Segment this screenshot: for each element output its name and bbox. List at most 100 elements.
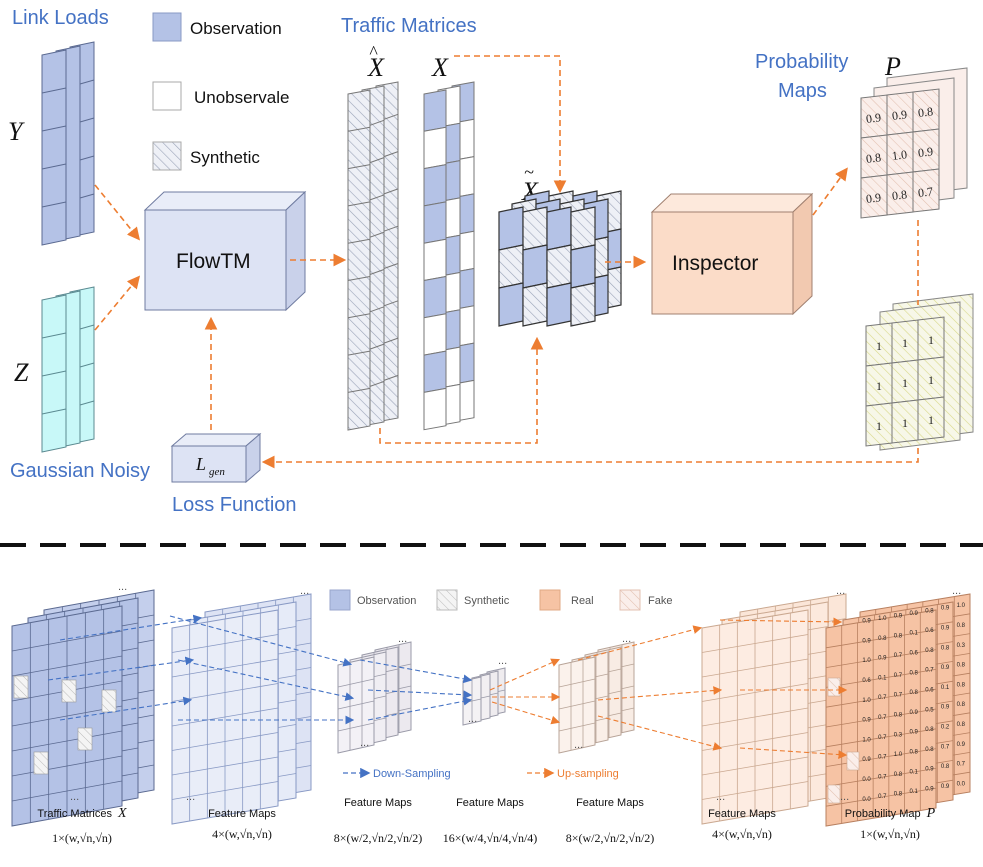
arrow-y-to-flowtm	[94, 184, 141, 241]
pm-cell-value: 0.7	[925, 668, 934, 674]
pm-cell-value: 0.8	[910, 749, 919, 755]
down-sampling-arrow	[367, 689, 473, 700]
caption-title: Feature Maps	[576, 797, 644, 809]
traffic-matrices-title: Traffic Matrices	[341, 15, 477, 37]
ellipsis-dots: ...	[300, 585, 309, 597]
pm-cell-value: 1.0	[894, 752, 903, 758]
symbol-x: X	[431, 53, 449, 82]
up-sampling-arrow	[489, 658, 561, 691]
fm8b-slab-0	[558, 656, 596, 754]
flowtm-module	[143, 190, 307, 312]
pm-cell-value: 0.7	[894, 693, 903, 699]
pm-cell-value: 0.8	[957, 722, 966, 728]
x-cell	[423, 313, 447, 356]
pm-cell-value: 0.8	[957, 623, 966, 629]
pm-fake-cell	[827, 677, 841, 697]
down-sampling-arrow	[47, 656, 195, 681]
up-sampling-arrow	[577, 625, 703, 661]
pm-cell-value: 0.9	[925, 787, 934, 793]
legend-synthetic-swatch	[152, 141, 182, 171]
caption-dims: 1×(w,√n,√n)	[52, 831, 112, 845]
pm-cell-value: 0.7	[957, 762, 966, 768]
bottom-legend-fake-label: Fake	[648, 595, 672, 607]
pm-cell-value: 0.1	[910, 631, 919, 637]
bottom-legend-synthetic-swatch	[436, 589, 458, 611]
x-tilde-cell	[522, 206, 548, 251]
p-cell-value: 0.7	[917, 184, 934, 200]
pm-cell-value: 0.8	[894, 792, 903, 798]
x-tilde-cell	[546, 244, 572, 289]
symbol-x-hat-caret: ^	[369, 42, 378, 62]
symbol-x-hat: X	[367, 53, 385, 82]
pm-cell-value: 0.6	[925, 688, 934, 694]
x-hat-stack	[347, 81, 399, 431]
caption-title: Feature Maps	[456, 797, 524, 809]
pm-cell-value: 0.8	[894, 633, 903, 639]
pm-cell-value: 0.5	[925, 707, 934, 713]
x-cell	[423, 387, 447, 431]
pm-cell-value: 0.7	[878, 715, 887, 721]
p-cell-value: 0.8	[891, 187, 908, 203]
pm-cell-value: 1.0	[862, 658, 871, 664]
symbol-z: Z	[14, 358, 29, 387]
ellipsis-dots: ...	[716, 791, 725, 803]
bottom-legend-fake-swatch	[619, 589, 641, 611]
bottom-legend-synthetic-label: Synthetic	[464, 595, 510, 607]
x-tilde-cell	[498, 244, 524, 289]
ellipsis-dots: ...	[186, 791, 195, 803]
down-sampling-arrow	[169, 615, 353, 667]
ellipsis-dots: ...	[468, 713, 477, 725]
legend-unobservable-swatch	[152, 81, 182, 111]
probability-maps-title-line2: Maps	[778, 80, 827, 102]
pm-cell-value: 0.2	[941, 725, 950, 731]
symbol-p: P	[884, 52, 901, 81]
pm-cell-value: 0.9	[862, 757, 871, 763]
pm-cell-value: 0.7	[878, 695, 887, 701]
pm-cell-value: 0.7	[941, 744, 950, 750]
ellipsis-dots: ...	[836, 585, 845, 597]
pm-cell-value: 0.7	[878, 735, 887, 741]
pm-cell-value: 0.9	[941, 784, 950, 790]
pm-cell-value: 0.8	[925, 608, 934, 614]
arrow-x-to-xtilde	[454, 55, 567, 194]
p-cell-value: 0.9	[865, 190, 882, 206]
loss-subscript: gen	[209, 466, 225, 478]
caption-symbol: X	[117, 806, 127, 821]
pm-cell-value: 0.8	[941, 645, 950, 651]
bottom-legend-observation-label: Observation	[357, 595, 416, 607]
pm-cell-value: 0.3	[957, 643, 966, 649]
ones-cell-value: 1	[902, 416, 908, 430]
p-cell-value: 0.8	[917, 104, 934, 120]
pm-cell-value: 0.9	[862, 619, 871, 625]
gaussian-noise-stack	[41, 286, 95, 453]
up-sampling-arrow	[739, 747, 848, 759]
pm-cell-value: 0.8	[957, 702, 966, 708]
pm-cell-value: 1.0	[862, 737, 871, 743]
x-cell	[423, 164, 447, 207]
x-tilde-stack	[498, 190, 622, 327]
pm-cell-value: 0.8	[910, 670, 919, 676]
symbol-x-tilde-mark: ~	[524, 162, 534, 182]
legend-synthetic-label: Synthetic	[190, 148, 260, 167]
pm-cell-value: 0.0	[862, 777, 871, 783]
arrow-z-to-flowtm	[94, 275, 141, 331]
ellipsis-dots: ...	[952, 585, 961, 597]
p-cell-value: 0.8	[865, 150, 882, 166]
top-arrows	[94, 55, 919, 469]
ellipsis-dots: ...	[574, 739, 583, 751]
pm-cell-value: 0.8	[957, 663, 966, 669]
caption-dims: 8×(w/2,√n/2,√n/2)	[334, 831, 423, 845]
p-cell-value: 0.9	[865, 110, 882, 126]
arrow-inspector-to-p	[812, 167, 848, 216]
arrow-to-loss	[261, 448, 919, 469]
p-cell	[912, 168, 940, 213]
pm-cell-value: 0.7	[894, 673, 903, 679]
loss-box	[170, 432, 262, 484]
x-stack	[423, 81, 475, 431]
link-loads-stack	[41, 41, 95, 246]
x-cell	[423, 126, 447, 170]
tm-slab-front	[11, 605, 123, 827]
